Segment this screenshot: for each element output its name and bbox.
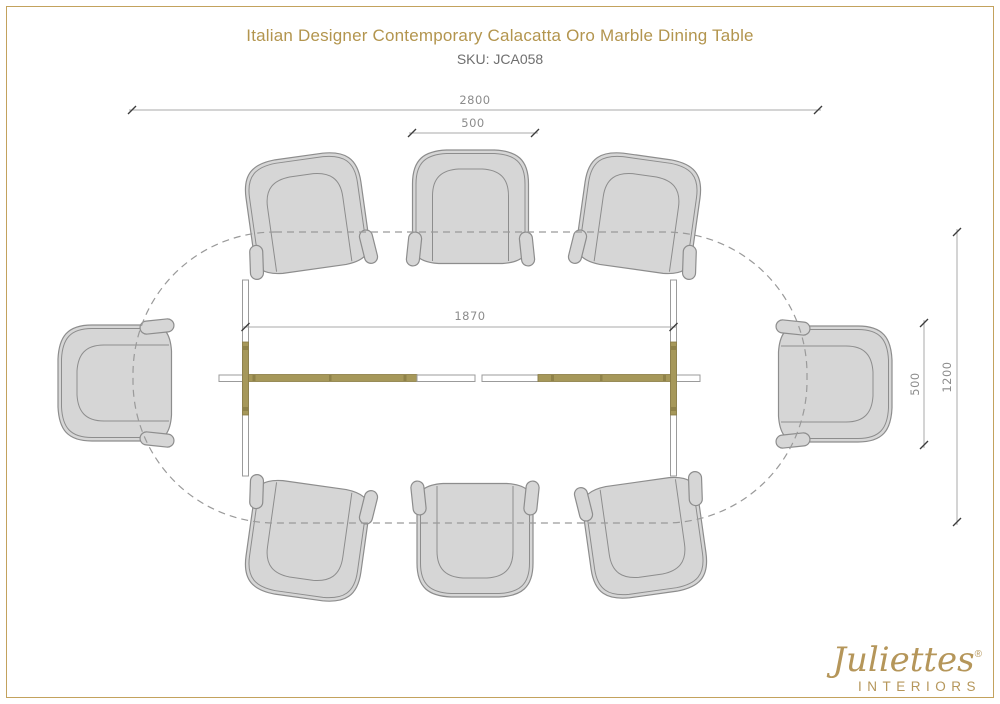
chair-top-right [566,146,712,282]
stretcher-brass-right [537,374,671,382]
chair-bottom-right [572,469,718,605]
left-leg-brass [242,341,249,416]
dim-end-chair-width: 500 [908,318,929,450]
dim-label-1200: 1200 [940,361,954,392]
registered-trademark-icon: ® [974,649,982,661]
dim-label-1870: 1870 [454,309,485,323]
dim-label-500-top: 500 [461,116,484,130]
chair-right-end [774,318,893,450]
dimension-annotations: 2800 500 1870 500 [127,93,962,527]
header: Italian Designer Contemporary Calacatta … [0,26,1000,67]
logo-script-text: Juliettes® [832,640,982,681]
chair-top-left [234,146,380,282]
dim-top-chair-width: 500 [407,116,540,138]
table-base [218,279,701,477]
dim-overall-length: 2800 [127,93,823,115]
dim-base-length: 1870 [241,309,678,332]
stretcher-white-left [416,374,476,382]
page-title: Italian Designer Contemporary Calacatta … [246,26,754,45]
sku-label: SKU: JCA058 [456,51,544,67]
chair-bottom-left [234,472,380,608]
stretcher-brass-left [248,374,418,382]
right-leg-brass [670,341,677,416]
dim-label-2800: 2800 [459,93,490,107]
logo-interiors: INTERIORS [857,679,981,694]
chair-bottom-middle [409,479,541,598]
dim-overall-width: 1200 [940,227,962,527]
tabletop-dashed-outline [132,231,808,524]
chair-left-end [57,317,176,449]
stretcher-white-right [481,374,539,382]
dim-label-500-side: 500 [908,372,922,395]
chair-top-middle [405,149,536,268]
juliettes-interiors-logo: Juliettes® INTERIORS [832,640,982,694]
logo-juliettes: Juliettes [832,640,975,681]
